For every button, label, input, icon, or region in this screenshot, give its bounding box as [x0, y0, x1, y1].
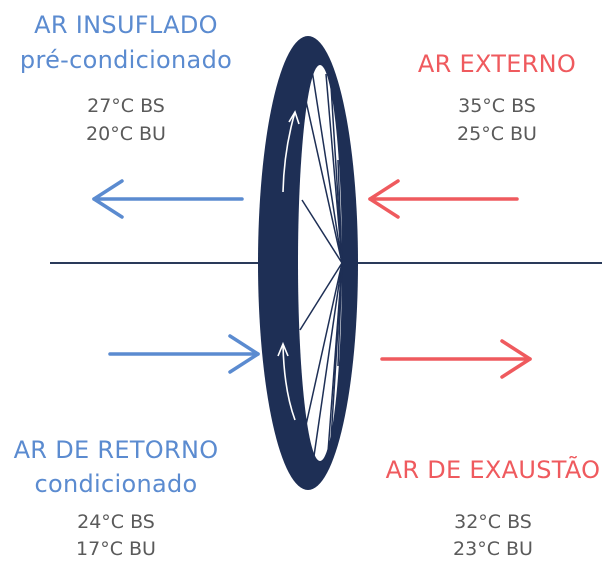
- outside-air-arrow: [368, 179, 519, 219]
- wheel-spokes: [299, 69, 343, 457]
- supply-air-wet-bulb: 20°C BU: [86, 123, 166, 145]
- exhaust-air-dry-bulb: 32°C BS: [454, 511, 532, 533]
- exhaust-air-arrow: [380, 339, 532, 379]
- supply-air-subtitle: pré-condicionado: [19, 46, 233, 74]
- supply-air-dry-bulb: 27°C BS: [87, 95, 165, 117]
- return-air-dry-bulb: 24°C BS: [77, 511, 155, 533]
- supply-air-arrow: [92, 179, 244, 219]
- wheel-inner-face: [298, 65, 342, 461]
- outside-air-wet-bulb: 25°C BU: [457, 123, 537, 145]
- exhaust-air-wet-bulb: 23°C BU: [453, 538, 533, 560]
- exhaust-air-title: AR DE EXAUSTÃO: [385, 456, 601, 484]
- return-air-title: AR DE RETORNO: [13, 436, 219, 464]
- rotation-arrow-lower: [277, 341, 296, 421]
- return-air-wet-bulb: 17°C BU: [76, 538, 156, 560]
- return-air-arrow: [108, 334, 260, 374]
- rotary-wheel: [258, 36, 358, 490]
- rotation-arrow-upper: [282, 110, 300, 193]
- outside-air-title: AR EXTERNO: [417, 50, 577, 78]
- return-air-subtitle: condicionado: [34, 470, 198, 498]
- supply-air-title: AR INSUFLADO: [34, 11, 218, 39]
- outside-air-dry-bulb: 35°C BS: [458, 95, 536, 117]
